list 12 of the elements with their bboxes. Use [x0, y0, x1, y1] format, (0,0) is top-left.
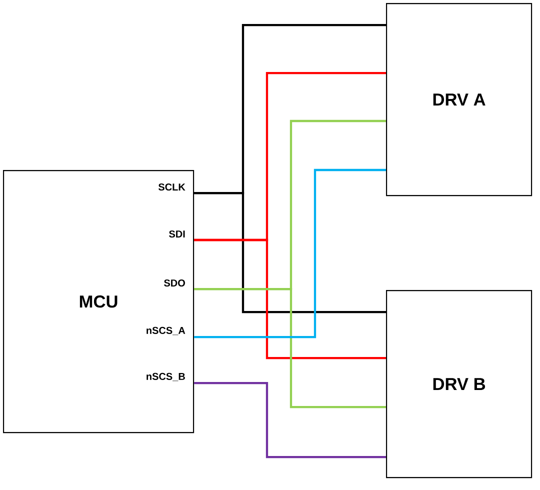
wire — [194, 288, 386, 408]
pin-label: SDI — [169, 230, 185, 238]
wire — [194, 192, 386, 314]
wire — [194, 168, 386, 338]
device-box: DRV A — [386, 3, 532, 196]
pin-label: SDO — [164, 279, 185, 287]
device-box: DRV B — [386, 290, 532, 478]
wire — [194, 238, 386, 360]
wire — [194, 382, 386, 458]
pin-label: nSCS_B — [146, 372, 185, 382]
pin-label: SCLK — [158, 183, 186, 191]
pin-label: nSCS_A — [146, 326, 186, 336]
